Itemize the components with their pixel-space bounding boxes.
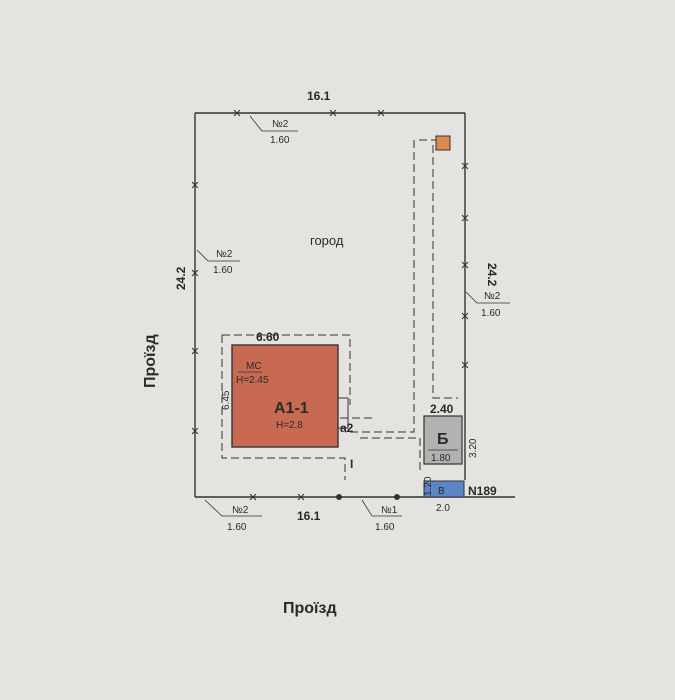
outbuilding-width-dim: 2.40 bbox=[430, 402, 454, 416]
fence-note-right-num: №2 bbox=[484, 291, 501, 302]
small-structure-width-dim: 2.0 bbox=[436, 503, 450, 514]
outbuilding-height: 1.80 bbox=[431, 453, 451, 464]
porch-label: а2 bbox=[340, 421, 354, 435]
fence-ticks bbox=[191, 109, 469, 501]
fence-note-top-num: №2 bbox=[272, 119, 289, 130]
outbuilding-depth-dim: 3.20 bbox=[468, 438, 479, 458]
main-house bbox=[231, 344, 349, 448]
house-label: А1-1 bbox=[274, 400, 309, 417]
top-length: 16.1 bbox=[307, 89, 331, 103]
fence-note-bottom-left-num: №2 bbox=[232, 505, 249, 516]
fence-note-bottom-mid-num: №1 bbox=[381, 505, 398, 516]
fence-note-top-height: 1.60 bbox=[270, 135, 290, 146]
fence-note-bottom-mid-height: 1.60 bbox=[375, 522, 395, 533]
house-width-dim: 6.60 bbox=[256, 330, 280, 344]
gate-label: I bbox=[350, 457, 353, 471]
corner-marker bbox=[435, 135, 451, 151]
dashed-paths bbox=[221, 139, 458, 480]
house-wall-height: H=2.45 bbox=[236, 375, 269, 386]
left-length: 24.2 bbox=[174, 266, 188, 290]
fence-note-bottom-left-height: 1.60 bbox=[227, 522, 247, 533]
address-number: N189 bbox=[468, 484, 497, 498]
fence-note-left-height: 1.60 bbox=[213, 265, 233, 276]
small-structure-label: В bbox=[438, 486, 445, 497]
house-height-note: H=2.8 bbox=[276, 420, 303, 431]
small-structure bbox=[423, 480, 465, 498]
outbuilding-label: Б bbox=[437, 431, 449, 448]
small-structure-side-dim: 1.20 bbox=[423, 476, 434, 496]
right-length: 24.2 bbox=[485, 263, 499, 287]
bottom-length: 16.1 bbox=[297, 509, 321, 523]
fence-note-left-num: №2 bbox=[216, 249, 233, 260]
area-label: город bbox=[310, 233, 344, 248]
fence-note-right-height: 1.60 bbox=[481, 308, 501, 319]
road-left-label: Проїзд bbox=[142, 334, 159, 388]
house-wall-label: МС bbox=[246, 361, 262, 372]
road-bottom-label: Проїзд bbox=[283, 600, 337, 617]
outbuilding bbox=[423, 415, 463, 465]
house-depth-dim: 6.45 bbox=[221, 390, 232, 410]
